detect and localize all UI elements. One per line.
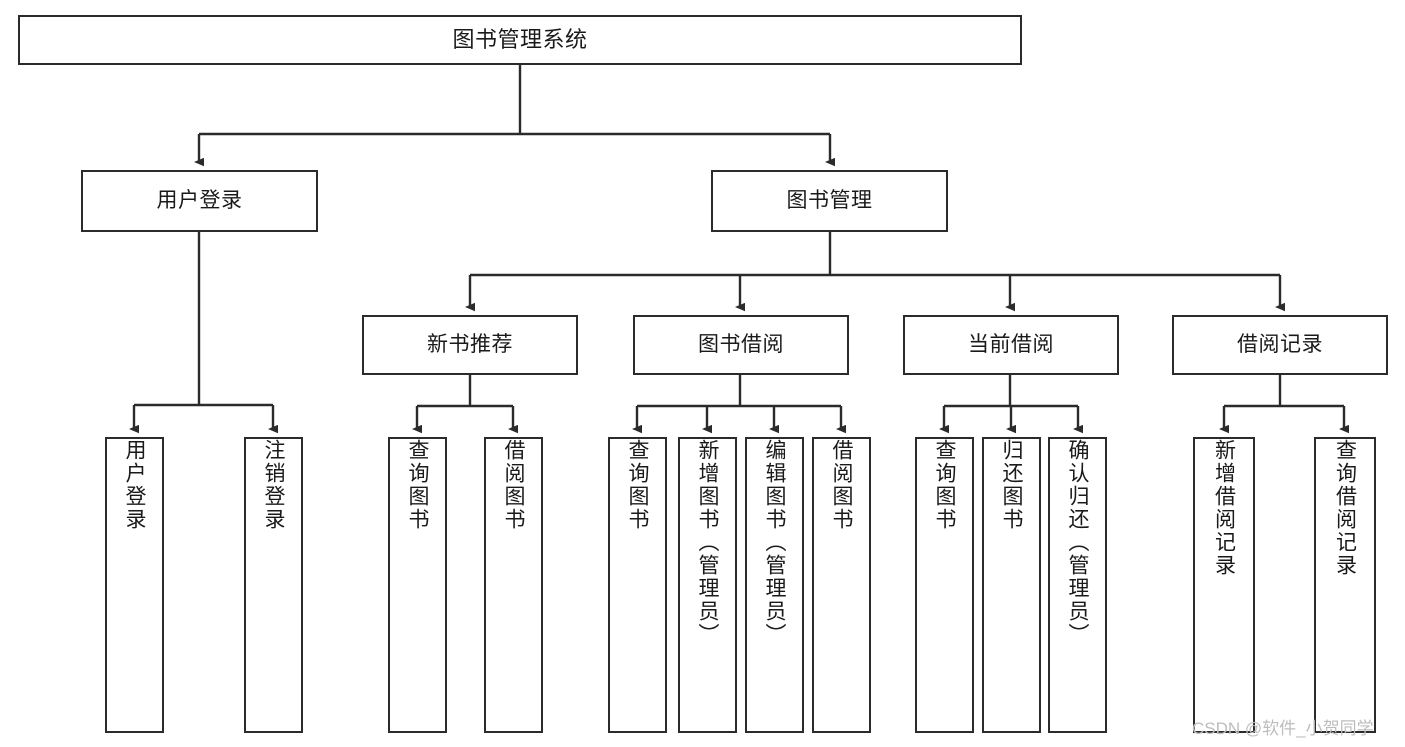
node-label: 当前借阅	[968, 332, 1054, 356]
csdn-watermark: CSDN @软件_小贺同学	[1192, 719, 1374, 738]
node-label: 借阅图书	[502, 439, 525, 531]
leaf-book-borrow-query-book[interactable]: 查询图书	[608, 437, 667, 733]
node-label: 新增图书（管理员）	[696, 439, 719, 646]
node-label: 新书推荐	[427, 332, 513, 356]
node-label: 用户登录	[123, 439, 146, 531]
node-label: 查询图书	[933, 439, 956, 531]
leaf-book-borrow-borrow-book[interactable]: 借阅图书	[812, 437, 871, 733]
leaf-new-book-borrow-book[interactable]: 借阅图书	[484, 437, 543, 733]
leaf-user-login-login[interactable]: 用户登录	[105, 437, 164, 733]
leaf-new-book-query-book[interactable]: 查询图书	[388, 437, 447, 733]
node-label: 查询图书	[626, 439, 649, 531]
node-label: 图书管理	[786, 188, 873, 212]
node-user-login[interactable]: 用户登录	[81, 170, 318, 232]
leaf-borrow-record-add-record[interactable]: 新增借阅记录	[1193, 437, 1255, 733]
node-label: 查询图书	[406, 439, 429, 531]
leaf-user-login-logout[interactable]: 注销登录	[244, 437, 303, 733]
node-borrow-record[interactable]: 借阅记录	[1172, 315, 1388, 375]
node-label: 归还图书	[1000, 439, 1023, 531]
node-label: 注销登录	[262, 439, 285, 531]
node-label: 确认归还（管理员）	[1066, 439, 1089, 646]
node-label: 图书管理系统	[452, 27, 588, 53]
node-label: 图书借阅	[698, 332, 784, 356]
node-book-borrow[interactable]: 图书借阅	[633, 315, 849, 375]
node-label: 编辑图书（管理员）	[763, 439, 786, 646]
node-new-book-recommend[interactable]: 新书推荐	[362, 315, 578, 375]
node-label: 查询借阅记录	[1333, 439, 1357, 577]
node-label: 借阅图书	[830, 439, 853, 531]
leaf-book-borrow-add-book-admin[interactable]: 新增图书（管理员）	[678, 437, 737, 733]
leaf-borrow-record-query-record[interactable]: 查询借阅记录	[1314, 437, 1376, 733]
leaf-current-borrow-query-book[interactable]: 查询图书	[915, 437, 974, 733]
node-label: 用户登录	[156, 188, 243, 212]
leaf-book-borrow-edit-book-admin[interactable]: 编辑图书（管理员）	[745, 437, 804, 733]
leaf-current-borrow-confirm-return-admin[interactable]: 确认归还（管理员）	[1048, 437, 1107, 733]
node-label: 借阅记录	[1237, 332, 1323, 356]
node-current-borrow[interactable]: 当前借阅	[903, 315, 1119, 375]
node-label: 新增借阅记录	[1212, 439, 1236, 577]
leaf-current-borrow-return-book[interactable]: 归还图书	[982, 437, 1041, 733]
node-root-book-management-system[interactable]: 图书管理系统	[18, 15, 1022, 65]
node-book-management[interactable]: 图书管理	[711, 170, 948, 232]
